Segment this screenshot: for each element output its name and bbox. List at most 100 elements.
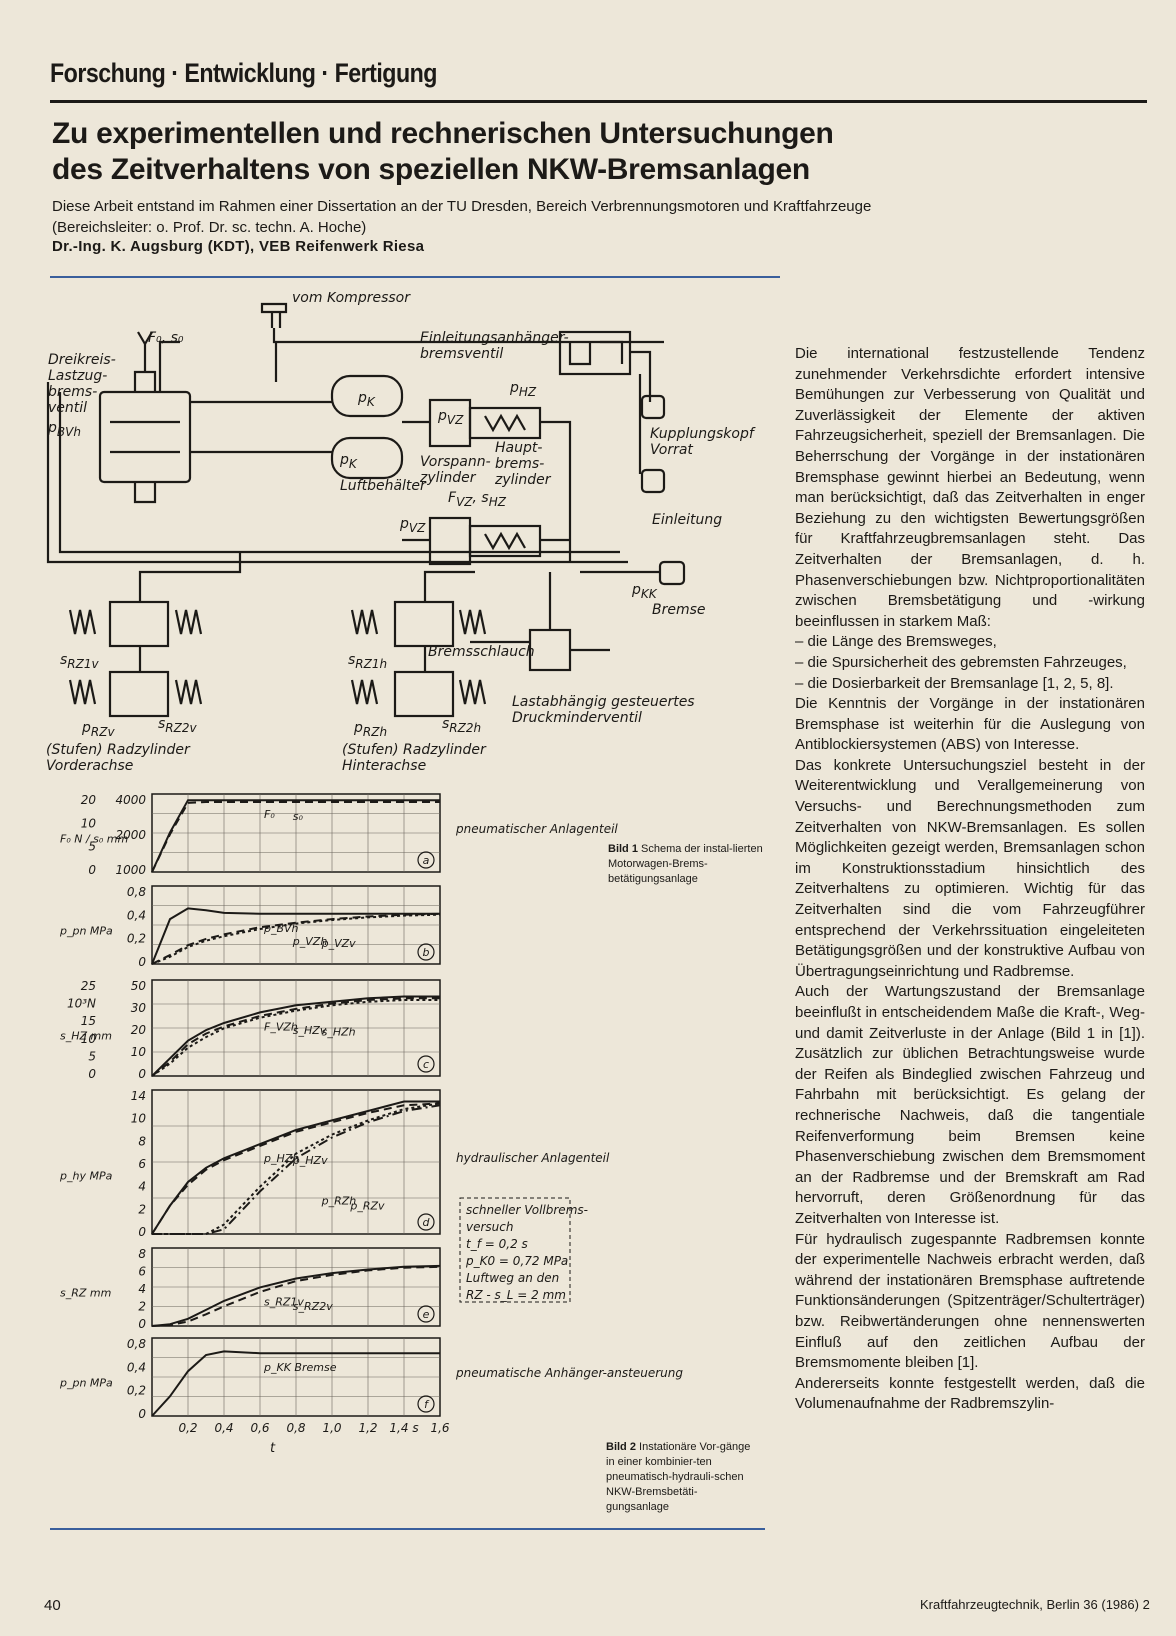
article-title-line-1: Zu experimentellen und rechnerischen Unt…	[52, 117, 834, 150]
y-tick-label-left-a: 0	[88, 863, 96, 877]
label-pk-upper-main: p	[357, 390, 367, 406]
cylinder-pipes	[402, 420, 572, 562]
y-tick-label-e: 2	[138, 1300, 146, 1314]
y-tick-label-f: 0	[138, 1407, 146, 1421]
label-p-rzh: pRZh	[353, 720, 387, 739]
footer-divider	[50, 1528, 765, 1530]
tank-lines	[190, 400, 332, 454]
label-f0-s0: F₀, s₀	[148, 330, 184, 346]
y-tick-label-e: 6	[138, 1265, 146, 1279]
label-p-bvh-main: p	[47, 420, 57, 436]
label-s-rz2v-main: s	[158, 716, 165, 732]
test-condition-line: t_f = 0,2 s	[466, 1237, 528, 1251]
y-tick-label-left-c: 10³N	[67, 997, 96, 1011]
series-line-b-1	[151, 907, 440, 965]
label-pkk: pKK	[631, 582, 658, 601]
y-tick-label-a: 2000	[115, 828, 146, 842]
y-tick-label-d: 6	[138, 1157, 146, 1171]
y-tick-label-left-a: 5	[88, 840, 96, 854]
series-label-b: p_VZv	[321, 937, 357, 950]
y-tick-label-d: 14	[131, 1089, 146, 1103]
label-rz-front-2: Vorderachse	[46, 758, 133, 774]
y-tick-label-f: 0,4	[127, 1360, 146, 1374]
label-s-rz2h: sRZ2h	[442, 716, 481, 735]
rear-springs-2	[350, 679, 487, 705]
x-tick-label: 1,2	[358, 1421, 377, 1435]
y-tick-label-a: 1000	[115, 863, 146, 877]
label-s-rz2h-sub: RZ2h	[449, 721, 481, 735]
coupling-head-einleitung	[640, 468, 666, 494]
schema-labels: vom Kompressor Dreikreis- Lastzug- brems…	[46, 292, 756, 774]
caption-bild-1-text: Schema der instal-lierten Motorwagen-Bre…	[608, 843, 763, 885]
panel-badge-b	[417, 943, 435, 961]
pressure-reducing-valve	[528, 628, 572, 672]
y-tick-label-b: 0,4	[127, 908, 146, 922]
paragraph-6: Andererseits konnte festgestellt werden,…	[795, 1374, 1145, 1413]
label-pk-lower: pK	[339, 452, 358, 471]
label-einleitung: Einleitung	[652, 512, 722, 528]
y-tick-label-c: 20	[131, 1023, 147, 1037]
label-einleitung-ventil-2: bremsventil	[420, 346, 503, 362]
label-p-rzv-main: p	[81, 720, 91, 736]
label-s-rz1v-main: s	[60, 652, 67, 668]
label-rz-rear-1: (Stufen) Radzylinder	[342, 742, 487, 758]
series-line-d-2	[151, 1102, 441, 1235]
label-s-rz2v-sub: RZ2v	[165, 721, 197, 735]
y-tick-label-f: 0,2	[127, 1384, 146, 1398]
series-line-a-2	[151, 801, 440, 873]
coupling-head-vorrat	[640, 394, 666, 420]
air-tank-lower	[330, 436, 404, 480]
paragraph-4: Auch der Wartungszustand der Bremsanlage…	[795, 983, 1145, 1227]
series-label-b: p_VZh	[292, 935, 328, 948]
label-s-rz2v: sRZ2v	[158, 716, 197, 735]
label-s-rz1h: sRZ1h	[348, 652, 387, 671]
label-bremse: Bremse	[652, 602, 706, 618]
test-conditions-box	[459, 1197, 571, 1303]
trailer-valve-internals	[568, 340, 624, 366]
series-line-d-4	[152, 1104, 441, 1235]
spring-lower	[484, 531, 526, 551]
label-p-hz-main: p	[509, 380, 519, 396]
y-tick-label-d: 8	[138, 1134, 146, 1148]
y-tick-label-left-a: 10	[81, 816, 97, 830]
panel-letter-a: a	[423, 854, 430, 867]
label-pk-lower-main: p	[339, 452, 349, 468]
x-axis-label: t	[270, 1441, 276, 1456]
series-label-c: s_HZh	[322, 1026, 356, 1039]
wheel-cylinder-rear-1	[393, 600, 455, 648]
panel-letter-c: c	[423, 1058, 429, 1071]
series-label-c: s_HZv	[293, 1024, 327, 1037]
label-p-hz: pHZ	[509, 380, 537, 399]
label-lastabh-1: Lastabhängig gesteuertes	[512, 694, 695, 710]
panel-badge-d	[417, 1213, 435, 1231]
label-fvz-sub: VZ	[456, 495, 473, 509]
series-label-a: F₀	[264, 808, 275, 821]
label-p-rzh-main: p	[353, 720, 363, 736]
y-tick-label-left-c: 10	[81, 1032, 97, 1046]
x-tick-label: 1,6	[430, 1421, 449, 1435]
series-line-d-1	[151, 1100, 440, 1235]
caption-bild-2-label: Bild 2	[606, 1441, 636, 1453]
label-haupt-3: zylinder	[494, 472, 552, 488]
body-text-column: Die international festzustellende Tenden…	[795, 344, 1145, 1415]
label-pk-upper: pK	[357, 390, 376, 409]
caption-bild-1: Bild 1 Schema der instal-lierten Motorwa…	[608, 842, 768, 887]
label-pkk-main: p	[631, 582, 641, 598]
y-tick-label-a: 4000	[115, 793, 146, 807]
paragraph-1: Die international festzustellende Tenden…	[795, 345, 1145, 630]
test-condition-line: versuch	[466, 1220, 513, 1234]
x-tick-label: 0,6	[250, 1421, 269, 1435]
series-line-f-1	[151, 1350, 440, 1417]
label-dreikreis-4: ventil	[48, 400, 87, 416]
y-tick-label-d: 2	[138, 1202, 146, 1216]
y-tick-label-c: 10	[131, 1045, 147, 1059]
label-dreikreis-3: brems-	[48, 384, 97, 400]
series-line-c-2	[151, 997, 440, 1077]
y-tick-label-left-c: 25	[81, 979, 96, 993]
subtitle-line-1: Diese Arbeit entstand im Rahmen einer Di…	[52, 198, 872, 215]
side-label-d: hydraulischer Anlagenteil	[456, 1151, 610, 1165]
dreikreis-valve-body	[98, 390, 192, 484]
y-tick-label-b: 0,8	[127, 885, 146, 899]
section-heading: Forschung · Entwicklung · Fertigung	[50, 58, 438, 88]
supply-line	[272, 328, 664, 344]
